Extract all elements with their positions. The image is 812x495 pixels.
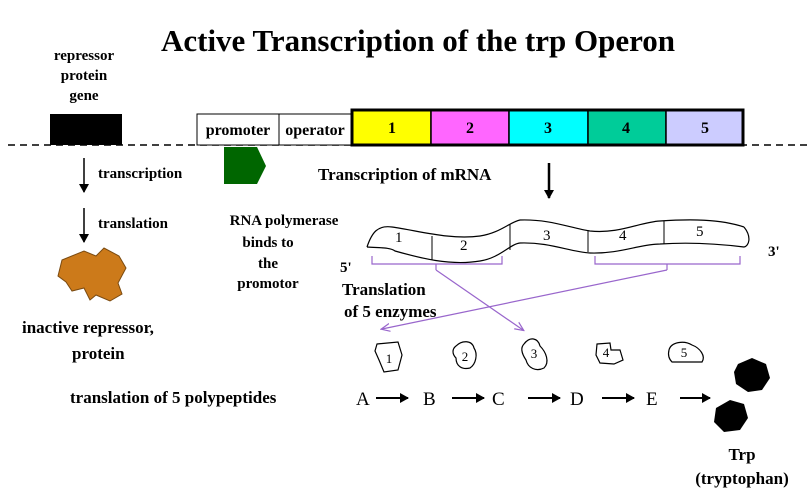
pathway-step-e: E xyxy=(646,389,658,410)
gene-label-4: 4 xyxy=(622,120,630,137)
inactive-repressor-line1: inactive repressor, xyxy=(22,318,154,337)
mrna-transcription-label: Transcription of mRNA xyxy=(318,165,492,184)
translation-label: translation xyxy=(98,216,169,232)
mrna-bottom-edge xyxy=(366,226,750,264)
rna-polymerase-line1: RNA polymerase xyxy=(230,213,339,229)
gene-label-3: 3 xyxy=(544,120,552,137)
enzyme-shape-3 xyxy=(521,338,548,371)
tryptophan-molecule-2 xyxy=(714,400,748,432)
enzyme-label-3: 3 xyxy=(531,346,538,361)
mrna-segment-3: 3 xyxy=(543,228,551,244)
repressor-gene-line2: protein xyxy=(61,68,108,84)
translation-arrow-b xyxy=(382,269,668,329)
repressor-gene-line3: gene xyxy=(69,88,99,104)
rna-polymerase-line4: promotor xyxy=(237,276,299,292)
promoter-box xyxy=(196,113,280,146)
enzymes: 1 2 3 4 5 xyxy=(374,338,704,373)
structural-genes: 1 2 3 4 5 xyxy=(350,108,745,147)
repressor-gene-block xyxy=(50,114,122,145)
gene-label-1: 1 xyxy=(388,120,396,137)
enzyme-label-5: 5 xyxy=(681,345,688,360)
pathway-step-a: A xyxy=(356,389,370,410)
pathway-step-b: B xyxy=(423,389,436,410)
translation-enzymes-line1: Translation xyxy=(342,280,426,299)
enzyme-shape-2 xyxy=(452,341,477,370)
enzyme-shape-1 xyxy=(374,341,403,373)
inactive-repressor-shape xyxy=(57,247,127,302)
rna-polymerase-shape xyxy=(224,147,266,184)
translation-arrow-a xyxy=(435,269,523,330)
mrna-segment-5: 5 xyxy=(696,224,704,240)
translation-enzymes-line2: of 5 enzymes xyxy=(344,302,437,321)
gene-label-2: 2 xyxy=(466,120,474,137)
mrna-segment-1: 1 xyxy=(395,230,403,246)
enzyme-label-1: 1 xyxy=(386,351,393,366)
pathway-step-c: C xyxy=(492,389,505,410)
inactive-repressor-line2: protein xyxy=(72,344,125,363)
pathway-label: translation of 5 polypeptides xyxy=(70,388,277,407)
rna-polymerase-label: RNA polymerase binds to the promotor xyxy=(230,213,339,292)
mrna-segment-4: 4 xyxy=(619,228,627,244)
enzyme-label-2: 2 xyxy=(462,349,469,364)
mrna-5prime-label: 5' xyxy=(340,260,352,276)
tryptophan-molecule-1 xyxy=(734,358,770,392)
translation-bracket-right xyxy=(594,256,741,265)
enzyme-shape-5 xyxy=(667,341,704,363)
metabolic-pathway: A B C D E xyxy=(356,389,711,410)
repressor-gene-line1: repressor xyxy=(54,48,115,64)
operator-box xyxy=(278,113,352,146)
transcription-label: transcription xyxy=(98,166,183,182)
translation-bracket-left xyxy=(371,256,503,265)
gene-label-5: 5 xyxy=(701,120,709,137)
enzyme-label-4: 4 xyxy=(603,345,610,360)
pathway-step-d: D xyxy=(570,389,584,410)
diagram-title: Active Transcription of the trp Operon xyxy=(161,23,675,58)
mrna-strand: 1 2 3 4 5 5' 3' xyxy=(340,219,780,276)
rna-polymerase-line2: binds to xyxy=(242,235,293,251)
product-label-line2: (tryptophan) xyxy=(695,469,789,488)
mrna-segment-2: 2 xyxy=(460,238,468,254)
rna-polymerase-line3: the xyxy=(258,256,278,272)
mrna-3prime-label: 3' xyxy=(768,244,780,260)
product-label-line1: Trp xyxy=(728,445,755,464)
mrna-top-edge xyxy=(366,219,745,248)
gene-cluster-outline xyxy=(350,108,745,147)
repressor-gene-label: repressor protein gene xyxy=(54,48,115,104)
enzyme-shape-4 xyxy=(595,342,624,365)
promoter-label: promoter xyxy=(206,122,271,139)
operator-label: operator xyxy=(285,122,345,139)
